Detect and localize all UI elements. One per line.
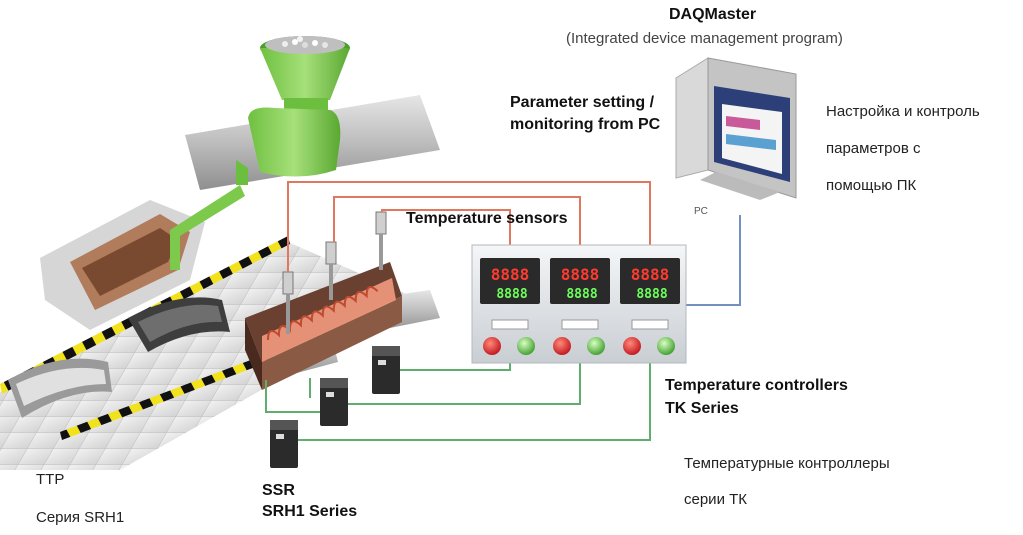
tk-controller-1: 8888 8888 (480, 258, 540, 355)
ru-param-line2: параметров с (826, 140, 921, 157)
tc-label-line2: TK Series (665, 400, 739, 417)
tc-label-line1: Temperature controllers (665, 377, 848, 394)
green-button[interactable] (657, 337, 675, 355)
ru-param-line1: Настройка и контроль (826, 103, 980, 120)
green-button[interactable] (517, 337, 535, 355)
mold-fixture (40, 200, 205, 330)
display-pv: 8888 (561, 265, 600, 284)
display-sv: 8888 (496, 287, 527, 302)
hopper (170, 36, 350, 270)
heater-block (245, 262, 402, 390)
display-pv: 8888 (491, 265, 530, 284)
ssr-module (270, 420, 298, 468)
pc-monitor: PC (675, 57, 797, 217)
daq-title: DAQMaster (669, 6, 757, 23)
name-plate (491, 319, 529, 330)
pc-wire (686, 215, 741, 306)
ttp-label-line2: Серия SRH1 (36, 509, 125, 526)
tk-controller-3: 8888 8888 (620, 258, 680, 355)
ssr-module (320, 378, 348, 426)
daq-subtitle: (Integrated device management program) (566, 30, 843, 47)
ssr-module (372, 346, 400, 394)
name-plate (561, 319, 599, 330)
temperature-sensor-probes (282, 211, 387, 334)
ru-tc-line1: Температурные контроллеры (684, 455, 890, 472)
red-button[interactable] (483, 337, 501, 355)
name-plate (631, 319, 669, 330)
sensors-label: Temperature sensors (406, 210, 568, 227)
ssr-wires (265, 362, 651, 441)
green-button[interactable] (587, 337, 605, 355)
display-sv: 8888 (566, 287, 597, 302)
ssr-label-line2: SRH1 Series (262, 503, 358, 520)
ttp-label-line1: ТТР (36, 471, 65, 488)
tk-controller-2: 8888 8888 (550, 258, 610, 355)
control-panel: 8888 8888 8888 8888 8888 8888 (471, 244, 687, 364)
ssr-label-line1: SSR (262, 482, 295, 499)
ru-param-line3: помощью ПК (826, 177, 917, 194)
ru-tc-line2: серии ТК (684, 491, 748, 508)
pc-label: PC (694, 206, 708, 217)
red-button[interactable] (623, 337, 641, 355)
display-sv: 8888 (636, 287, 667, 302)
ssr-modules (270, 346, 400, 468)
param-label-line1: Parameter setting / (510, 94, 655, 111)
red-button[interactable] (553, 337, 571, 355)
param-label-line2: monitoring from PC (510, 116, 661, 133)
display-pv: 8888 (631, 265, 670, 284)
sensor-wires (287, 181, 651, 272)
bumper-parts (8, 297, 230, 418)
